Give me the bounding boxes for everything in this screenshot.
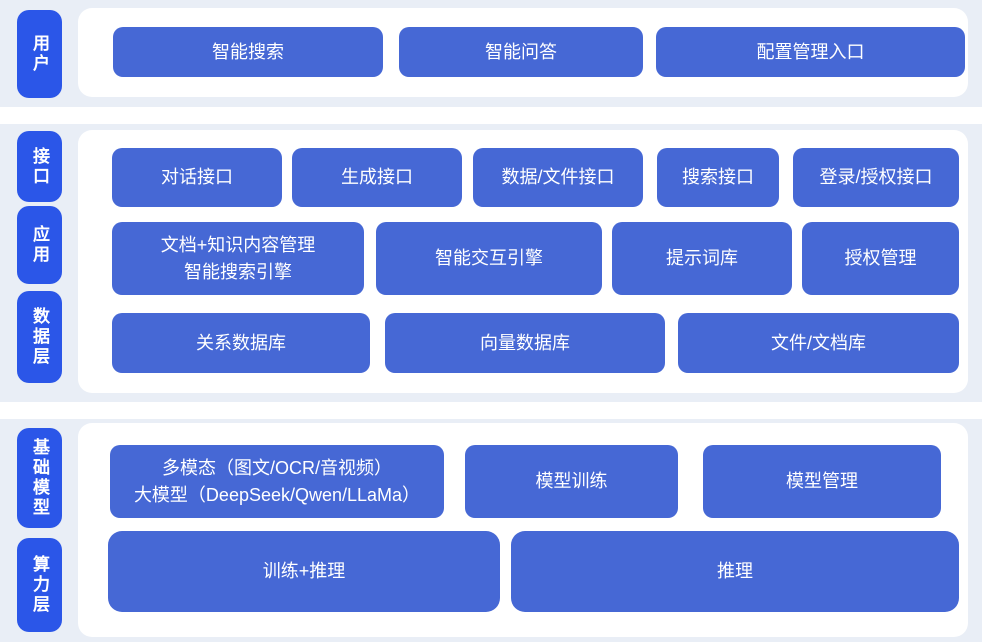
tab-compute-layer: 算力层 — [17, 538, 62, 632]
block-model-management: 模型管理 — [703, 445, 941, 518]
block-inference: 推理 — [511, 531, 959, 612]
block-generation-api: 生成接口 — [292, 148, 462, 207]
block-login-auth-api: 登录/授权接口 — [793, 148, 959, 207]
tab-foundation-model: 基础模型 — [17, 428, 62, 528]
block-multimodal-llm: 多模态（图文/OCR/音视频） 大模型（DeepSeek/Qwen/LLaMa） — [110, 445, 444, 518]
block-dialog-api: 对话接口 — [112, 148, 282, 207]
block-doc-knowledge-search-engine: 文档+知识内容管理 智能搜索引擎 — [112, 222, 364, 295]
block-smart-search: 智能搜索 — [113, 27, 383, 77]
block-interaction-engine: 智能交互引擎 — [376, 222, 602, 295]
tab-interface: 接口 — [17, 131, 62, 202]
block-smart-qa: 智能问答 — [399, 27, 643, 77]
tab-data-layer: 数据层 — [17, 291, 62, 383]
block-train-inference: 训练+推理 — [108, 531, 500, 612]
block-file-doc-store: 文件/文档库 — [678, 313, 959, 373]
tab-application: 应用 — [17, 206, 62, 284]
block-model-training: 模型训练 — [465, 445, 678, 518]
block-auth-management: 授权管理 — [802, 222, 959, 295]
block-search-api: 搜索接口 — [657, 148, 779, 207]
block-prompt-library: 提示词库 — [612, 222, 792, 295]
block-data-file-api: 数据/文件接口 — [473, 148, 643, 207]
tab-user: 用户 — [17, 10, 62, 98]
block-vector-db: 向量数据库 — [385, 313, 665, 373]
block-config-entry: 配置管理入口 — [656, 27, 965, 77]
block-relational-db: 关系数据库 — [112, 313, 370, 373]
